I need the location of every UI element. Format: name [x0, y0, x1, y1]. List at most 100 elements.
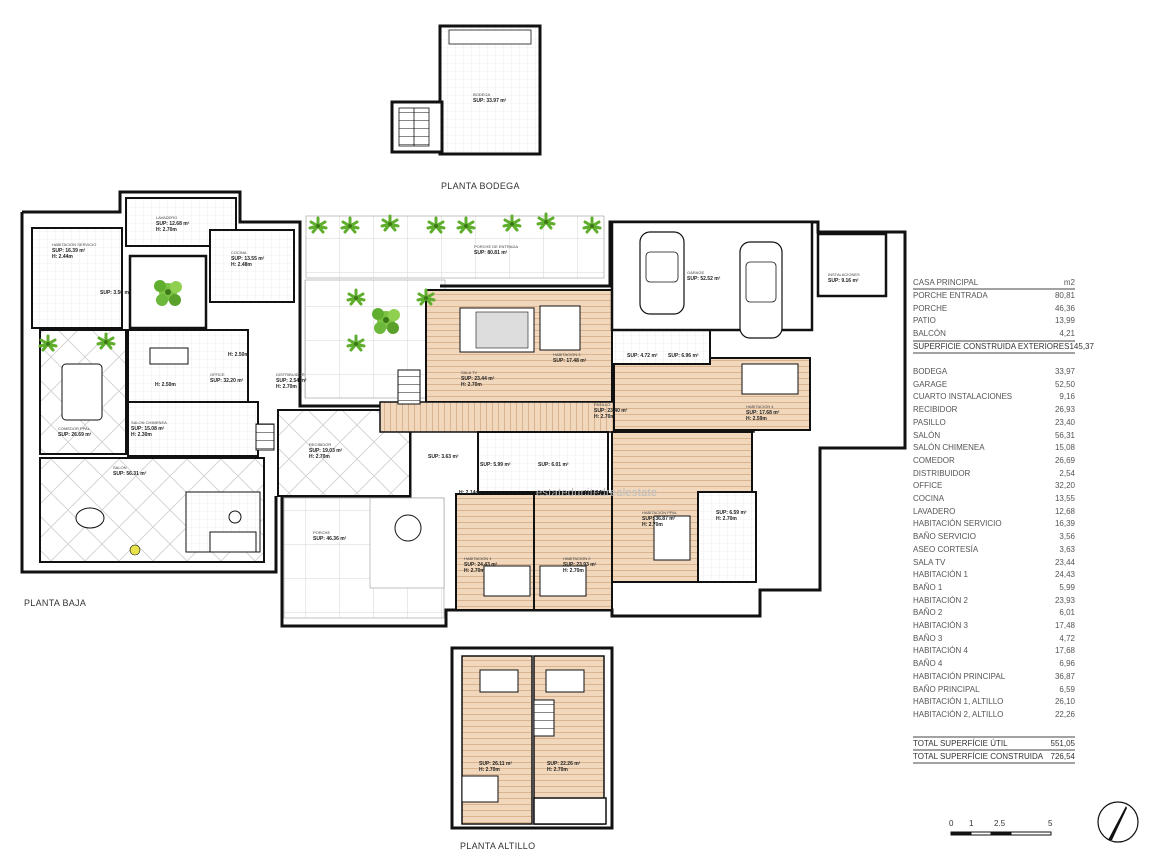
- table-cell: 12,68: [1054, 506, 1075, 516]
- table-cell: HABITACIÓN 3: [913, 621, 968, 631]
- table-cell: 9,16: [1059, 392, 1075, 402]
- table-cell: 56,31: [1054, 430, 1075, 440]
- table-cell: 5,99: [1059, 582, 1075, 592]
- table-cell: CASA PRINCIPAL: [913, 278, 979, 287]
- table-cell: 4,72: [1059, 633, 1075, 643]
- table-cell: COMEDOR: [913, 455, 955, 465]
- table-row: HABITACIÓN 4 17,68: [913, 645, 1075, 658]
- table-row: RECIBIDOR 26,93: [913, 404, 1075, 417]
- room-label: H: 2.14m: [459, 490, 480, 496]
- table-cell: 26,93: [1054, 405, 1075, 415]
- table-cell: HABITACIÓN SERVICIO: [913, 519, 1002, 529]
- scale-label: 5: [1048, 819, 1053, 828]
- table-cell: 26,10: [1054, 697, 1075, 707]
- table-cell: BAÑO 1: [913, 582, 943, 592]
- table-cell: 36,87: [1054, 671, 1075, 681]
- table-cell: 6,01: [1059, 608, 1075, 618]
- table-cell: 6,59: [1059, 684, 1075, 694]
- table-cell: PORCHE: [913, 303, 948, 313]
- room-label: SUP: 4.72 m²: [627, 353, 658, 359]
- room-label: SUP: 6.01 m²: [538, 462, 569, 468]
- plan-label-altillo: PLANTA ALTILLO: [460, 841, 536, 851]
- area-table-lines: [913, 288, 1075, 764]
- table-cell: DISTRIBUIDOR: [913, 468, 971, 478]
- table-cell: 3,56: [1059, 532, 1075, 542]
- table-cell: 33,97: [1054, 367, 1075, 376]
- scale-label: 2.5: [994, 819, 1006, 828]
- table-cell: TOTAL SUPERFÍCIE ÚTIL: [913, 739, 1008, 748]
- table-cell: 17,48: [1054, 621, 1075, 631]
- table-cell: 726,54: [1050, 751, 1075, 761]
- table-cell: HABITACIÓN 4: [913, 646, 968, 656]
- table-cell: SALÓN: [913, 430, 941, 440]
- table-row: HABITACIÓN 3 17,48: [913, 620, 1075, 633]
- table-cell: 16,39: [1054, 519, 1075, 529]
- room-label: H: 2.14m: [585, 490, 606, 496]
- table-cell: SALÓN CHIMENEA: [913, 443, 985, 453]
- table-row: CUARTO INSTALACIONES 9,16: [913, 391, 1075, 404]
- room-label: SUP: 3.63 m²: [428, 454, 459, 460]
- table-cell: 24,43: [1054, 570, 1075, 580]
- table-row: GARAGE 52,50: [913, 379, 1075, 392]
- table-cell: 13,99: [1054, 316, 1075, 326]
- table-cell: CUARTO INSTALACIONES: [913, 392, 1013, 402]
- table-cell: BAÑO 3: [913, 633, 943, 643]
- table-cell: LAVADERO: [913, 506, 956, 516]
- table-cell: TOTAL SUPERFÍCIE CONSTRUIDA: [913, 751, 1044, 761]
- table-cell: 32,20: [1054, 481, 1075, 491]
- plan-label-baja: PLANTA BAJA: [24, 598, 87, 608]
- room-label: SUP: 5.99 m²: [480, 462, 511, 468]
- table-row: SALÓN CHIMENEA 15,08: [913, 442, 1075, 455]
- table-cell: 17,68: [1054, 646, 1075, 656]
- north-arrow-icon: [1097, 801, 1139, 843]
- table-cell: GARAGE: [913, 379, 948, 389]
- table-cell: BAÑO 2: [913, 608, 943, 618]
- table-cell: SALA TV: [913, 557, 946, 567]
- table-cell: BALCÓN: [913, 329, 946, 339]
- table-cell: 23,40: [1054, 417, 1075, 427]
- table-cell: 15,08: [1054, 443, 1075, 453]
- table-cell: 52,50: [1054, 379, 1075, 389]
- table-cell: BAÑO SERVICIO: [913, 532, 976, 542]
- table-cell: 23,93: [1054, 595, 1075, 605]
- table-cell: RECIBIDOR: [913, 405, 958, 415]
- table-row: BAÑO 3 4,72: [913, 633, 1075, 646]
